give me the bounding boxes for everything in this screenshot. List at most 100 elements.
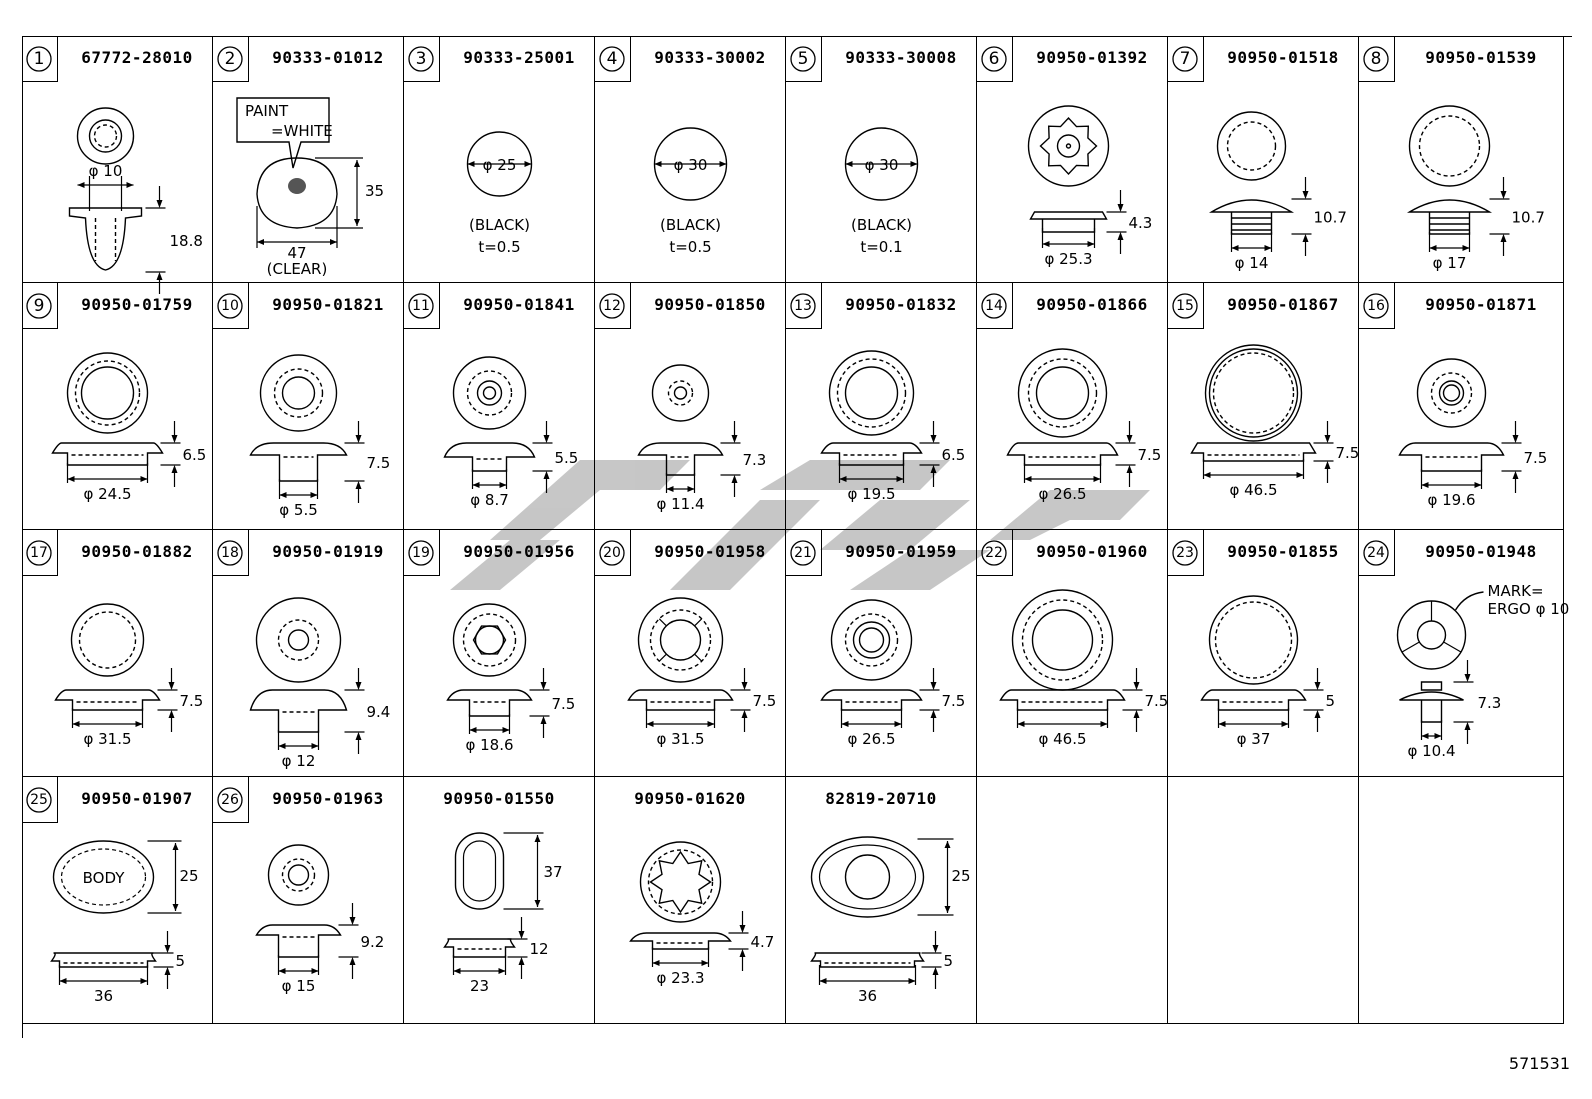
arrow-head [467,161,475,167]
grommet-outer [1208,595,1299,685]
arrow-head [1512,471,1519,479]
arrow-head [1296,472,1304,478]
grommet-outer [810,836,925,918]
arrow-head [839,476,847,482]
arrow-head [311,743,319,749]
item-number-box: 5 [786,36,822,82]
arrow-head [77,182,85,188]
arrow-head [819,978,827,984]
grommet-ring [80,366,135,420]
diameter-dimension-label: φ 25.3 [1044,250,1092,268]
item-number-box: 14 [977,283,1013,329]
arrow-head [1087,241,1095,247]
arrow-head [741,682,748,690]
thickness-label: t=0.1 [860,238,902,256]
diameter-dimension-label: φ 14 [1235,254,1269,272]
arrow-head [330,239,337,245]
arrow-head [687,486,695,492]
color-label: (BLACK) [851,216,912,234]
grommet-outer [259,354,338,432]
clip-side-profile [68,207,143,271]
item-number-box: 12 [595,283,631,329]
part-number: 90333-25001 [463,48,575,67]
diameter-dimension-label: φ 8.7 [470,491,509,509]
grommet-side-profile [249,442,348,482]
item-number: 13 [794,298,812,314]
grommet-outer [1216,111,1287,181]
arrow-head [1126,465,1133,473]
arrow-head [652,960,660,966]
height-dimension-label: 7.5 [1336,444,1360,462]
arrow-head [1126,435,1133,443]
grommet-stem [1420,681,1443,691]
grommet-outer [1408,105,1491,187]
arrow-head [1421,482,1429,488]
part-drawing: φ 25(BLACK)t=0.5 [466,131,533,256]
clip-top-dashed [93,124,118,148]
arrow-head [1324,435,1331,443]
arrow-head [171,435,178,443]
item-number-box: 19 [404,530,440,576]
arrow-head [930,710,937,718]
empty-cell [977,777,1168,1024]
arrow-head [1464,674,1471,682]
arrow-head [1218,721,1226,727]
mark-label: MARK= [1488,582,1544,600]
item-number: 21 [794,545,812,561]
grommet-ring [287,629,310,651]
paint-color-label: =WHITE [271,122,333,140]
part-drawing: 7.5φ 31.5 [54,603,204,748]
grommet-ring [78,611,137,669]
height-dimension-label: 7.5 [1138,446,1162,464]
arrow-head [908,978,916,984]
arrow-head [1117,204,1124,212]
height-dimension-label: 7.5 [942,692,966,710]
thickness-label: t=0.5 [669,238,711,256]
item-number-box: 18 [213,530,249,576]
part-drawing: 5φ 37 [1200,595,1335,748]
grommet-outer [1027,105,1110,187]
arrow-head [518,957,525,965]
grommet-side-profile [446,689,533,717]
item-number-circle [599,540,625,566]
item-number-box: 4 [595,36,631,82]
grommet-side-profile [443,442,536,472]
part-number: 90950-01841 [463,295,575,314]
body-label: BODY [83,869,126,887]
diameter-dimension-label: φ 37 [1237,730,1271,748]
grommet-body [1041,219,1096,233]
part-drawing: 7.5φ 26.5 [820,599,966,748]
grommet-side-profile [820,442,923,466]
height-dimension-label: 7.5 [180,692,204,710]
item-number-box: 25 [22,777,58,823]
item-number-box: 9 [22,283,58,329]
arrow-head [1302,234,1309,242]
grommet-outer [637,597,724,683]
height-dimension-label: 6.5 [942,446,966,464]
height-dimension-label: 9.4 [367,703,391,721]
grommet-ring [1214,601,1293,679]
arrow-head [164,945,171,953]
item-number-circle [981,540,1007,566]
diameter-dimension-label: φ 19.5 [847,485,895,503]
arrow-head [932,967,939,975]
grommet-side-profile [627,689,734,711]
arrow-head [168,710,175,718]
grommet-side-profile [249,689,348,733]
grommet-body [1428,212,1471,235]
part-drawing: 7.5φ 31.5 [627,597,776,748]
arrow-head [1462,245,1470,251]
arrow-head [1203,472,1211,478]
grommet-inner [462,840,497,902]
part-number: 90950-01963 [272,789,384,808]
item-number: 16 [1367,298,1385,314]
arrow-head [168,682,175,690]
grommet-outer [1416,358,1487,428]
part-number: 90333-30002 [654,48,766,67]
